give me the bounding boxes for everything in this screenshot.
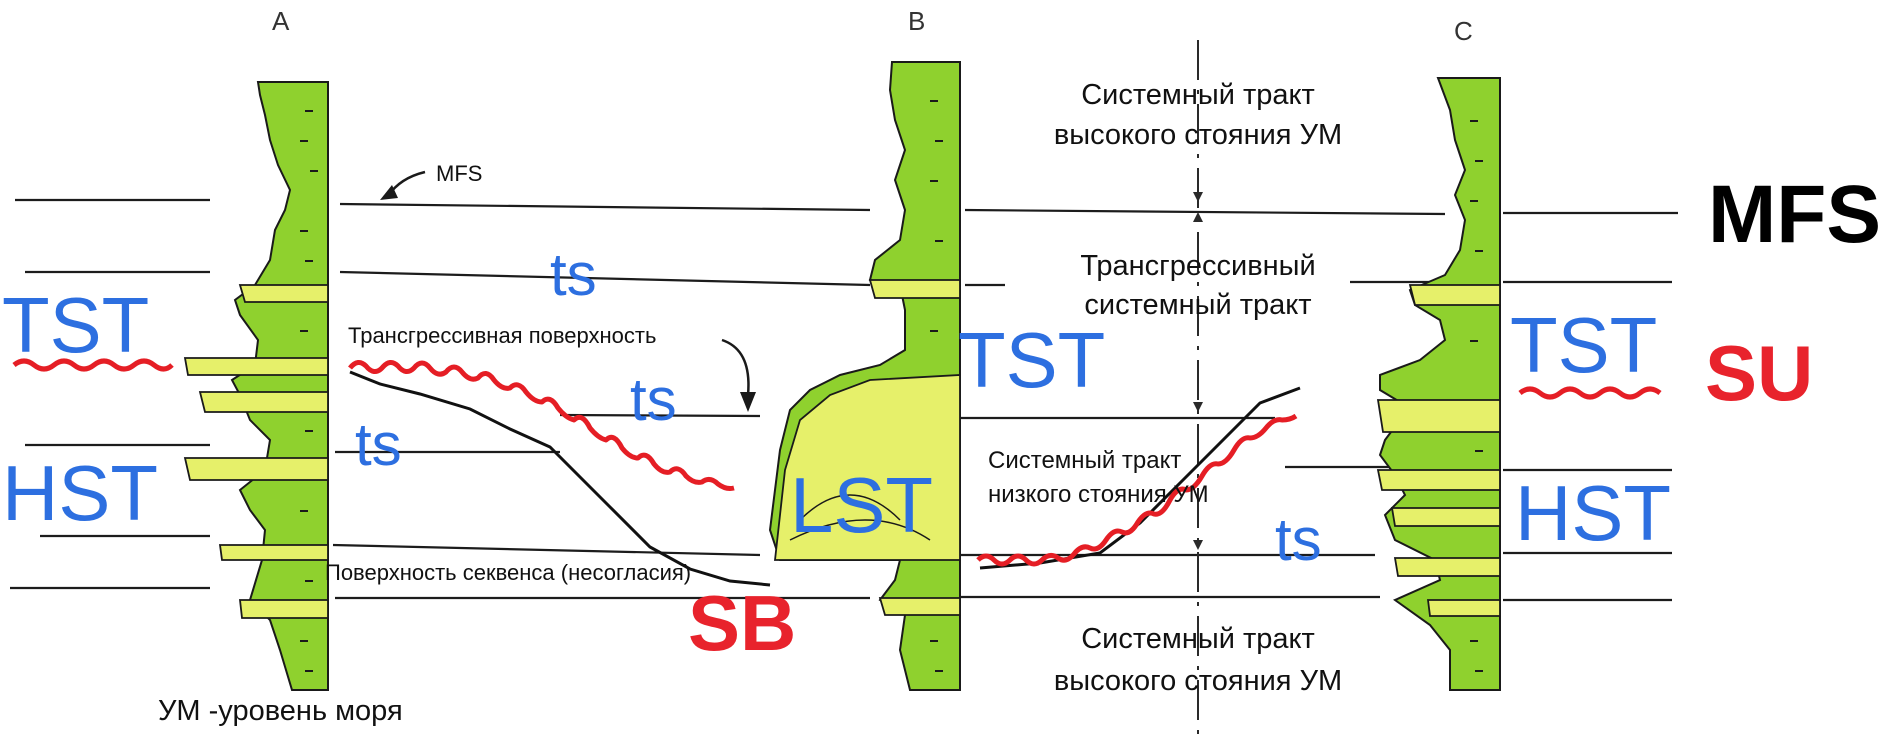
ts-label-2: ts — [630, 366, 677, 433]
tst-label-right: TST — [1510, 301, 1657, 389]
mfs-small-label: MFS — [436, 161, 482, 186]
lst-label: LST — [790, 461, 933, 549]
tract-high-top-line1: Системный тракт — [1081, 79, 1315, 111]
column-c-letter: C — [1454, 16, 1473, 46]
tst-label-left: TST — [2, 281, 149, 369]
mfs-arrow — [380, 170, 426, 200]
transgressive-surface-arrow — [721, 338, 756, 412]
tract-high-bottom-line2: высокого стояния УМ — [1054, 665, 1342, 697]
tract-low-line1: Системный тракт — [988, 447, 1181, 474]
vertical-axis — [1193, 40, 1203, 738]
tract-trans-line2: системный тракт — [1084, 289, 1311, 321]
transgressive-surface-label: Трансгрессивная поверхность — [348, 323, 656, 348]
wavy-line-sb — [348, 360, 735, 491]
wavy-line-su — [1518, 386, 1662, 400]
sequence-surface-label: Поверхность секвенса (несогласия) — [325, 560, 691, 585]
hst-label-right: HST — [1515, 469, 1671, 557]
ts-label-4: ts — [1275, 506, 1322, 573]
tract-trans-line1: Трансгрессивный — [1080, 250, 1315, 282]
hst-label-left: HST — [2, 449, 158, 537]
unconformity-lines — [12, 358, 1662, 587]
tract-low-line2: низкого стояния УМ — [988, 481, 1209, 508]
tst-label-middle: TST — [958, 316, 1105, 404]
column-c-profile — [1376, 77, 1501, 691]
footer-note: УМ -уровень моря — [158, 695, 403, 727]
column-a-letter: A — [272, 6, 290, 36]
tract-labels: Системный тракт высокого стояния УМ Тран… — [1054, 79, 1342, 697]
column-a-profile — [183, 81, 329, 691]
tract-high-top-line2: высокого стояния УМ — [1054, 119, 1342, 151]
tract-high-bottom-line1: Системный тракт — [1081, 623, 1315, 655]
column-b-profile — [768, 61, 961, 691]
sb-label: SB — [688, 579, 796, 667]
correlation-lines — [10, 198, 1678, 602]
ts-label-1: ts — [550, 241, 597, 308]
su-label: SU — [1705, 329, 1813, 417]
wavy-line-left — [12, 358, 174, 372]
wavy-line-lst — [976, 413, 1298, 567]
ts-label-3: ts — [355, 411, 402, 478]
column-b-letter: B — [908, 6, 925, 36]
mfs-big-label: MFS — [1708, 169, 1881, 260]
